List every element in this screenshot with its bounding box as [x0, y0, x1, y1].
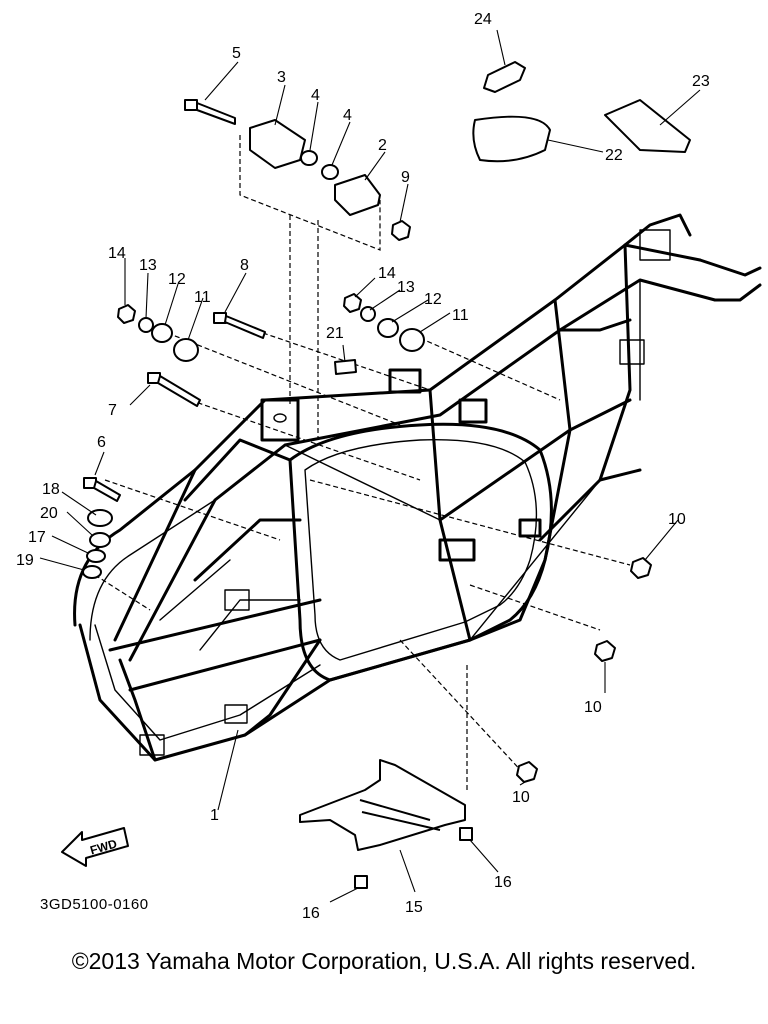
callout-16b: 16 — [494, 874, 512, 891]
callout-12a: 12 — [168, 271, 186, 288]
callout-11b: 11 — [452, 307, 469, 324]
callout-8: 8 — [240, 257, 249, 274]
assembly-lines — [94, 135, 631, 790]
callout-10b: 10 — [584, 699, 602, 716]
callout-21: 21 — [326, 325, 344, 342]
callout-4a: 4 — [311, 87, 320, 104]
callout-leaders — [39, 29, 701, 903]
frame-exploded-view: FWD 1 2 3 4 4 5 6 7 8 9 10 10 10 11 11 1… — [16, 11, 762, 922]
callout-22: 22 — [605, 147, 623, 164]
callout-20: 20 — [40, 505, 58, 522]
callout-24: 24 — [474, 11, 492, 28]
callout-17: 17 — [28, 529, 46, 546]
callout-15: 15 — [405, 899, 423, 916]
callout-23: 23 — [692, 73, 710, 90]
diagram-code: 3GD5100-0160 — [40, 896, 149, 913]
callout-19: 19 — [16, 552, 34, 569]
callout-7: 7 — [108, 402, 117, 419]
callout-16a: 16 — [302, 905, 320, 922]
callout-18: 18 — [42, 481, 60, 498]
callout-13b: 13 — [397, 279, 415, 296]
callout-12b: 12 — [424, 291, 442, 308]
callout-14b: 14 — [378, 265, 396, 282]
callout-10c: 10 — [512, 789, 530, 806]
callout-3: 3 — [277, 69, 286, 86]
callout-9: 9 — [401, 169, 410, 186]
callout-4b: 4 — [343, 107, 352, 124]
copyright-notice: ©2013 Yamaha Motor Corporation, U.S.A. A… — [71, 948, 697, 974]
callout-6: 6 — [97, 434, 106, 451]
main-frame — [73, 213, 762, 762]
callout-13a: 13 — [139, 257, 157, 274]
callout-labels: 1 2 3 4 4 5 6 7 8 9 10 10 10 11 11 12 12… — [16, 11, 710, 922]
callout-14a: 14 — [108, 245, 126, 262]
loose-parts — [82, 61, 691, 889]
callout-2: 2 — [378, 137, 387, 154]
callout-5: 5 — [232, 45, 241, 62]
forward-arrow-icon: FWD — [61, 827, 129, 867]
callout-1: 1 — [210, 807, 219, 824]
callout-10a: 10 — [668, 511, 686, 528]
callout-11a: 11 — [194, 289, 211, 306]
